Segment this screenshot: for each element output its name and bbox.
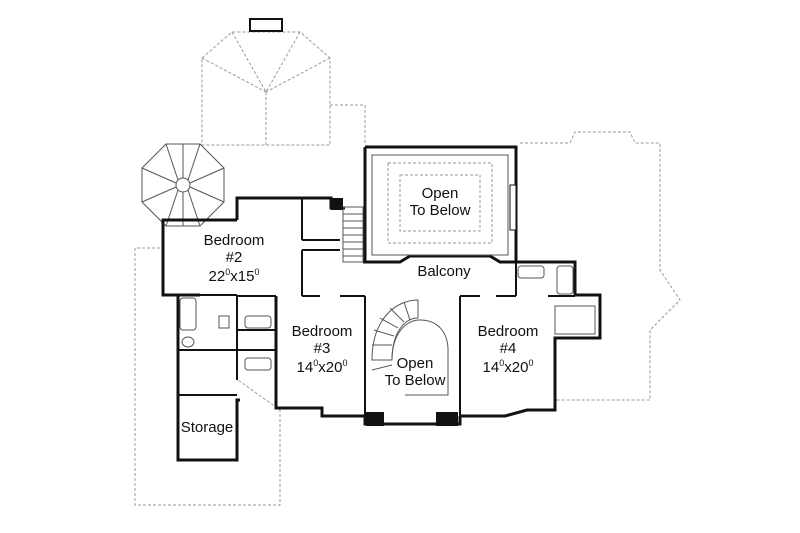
open-upper-line1: Open xyxy=(421,185,459,202)
bedroom-4-label: Bedroom #4 140x200 xyxy=(458,323,558,376)
columns xyxy=(366,412,458,426)
chimney xyxy=(249,18,283,32)
bedroom-3-dimensions: 140x200 xyxy=(296,357,348,376)
bedroom-3-label: Bedroom #3 140x200 xyxy=(272,323,372,376)
open-upper-line2: To Below xyxy=(409,202,471,220)
bedroom-2-label: Bedroom #2 220x150 xyxy=(184,232,284,285)
bath-fixtures xyxy=(179,265,596,371)
balcony-label: Balcony xyxy=(417,263,471,280)
bedroom-2-dimensions: 220x150 xyxy=(208,266,260,285)
open-to-below-upper-label: Open To Below xyxy=(390,185,490,220)
straight-stair xyxy=(331,198,364,263)
open-to-below-frame xyxy=(371,154,517,256)
bedroom-4-number: #4 xyxy=(499,340,517,358)
bedroom-3-name: Bedroom xyxy=(291,323,353,340)
open-to-below-stair-label: Open To Below xyxy=(365,355,465,390)
bedroom-3-number: #3 xyxy=(313,340,331,358)
open-stair-line1: Open xyxy=(396,355,434,372)
bedroom-2-name: Bedroom xyxy=(203,232,265,249)
bedroom-2-number: #2 xyxy=(225,249,243,267)
octagon-turret xyxy=(141,143,225,227)
roof-outline xyxy=(134,31,681,506)
interior-walls xyxy=(178,198,575,416)
storage-label: Storage xyxy=(180,419,234,436)
bedroom-4-name: Bedroom xyxy=(477,323,539,340)
open-stair-line2: To Below xyxy=(384,372,446,390)
bedroom-4-dimensions: 140x200 xyxy=(482,357,534,376)
spiral-stair xyxy=(371,299,449,396)
